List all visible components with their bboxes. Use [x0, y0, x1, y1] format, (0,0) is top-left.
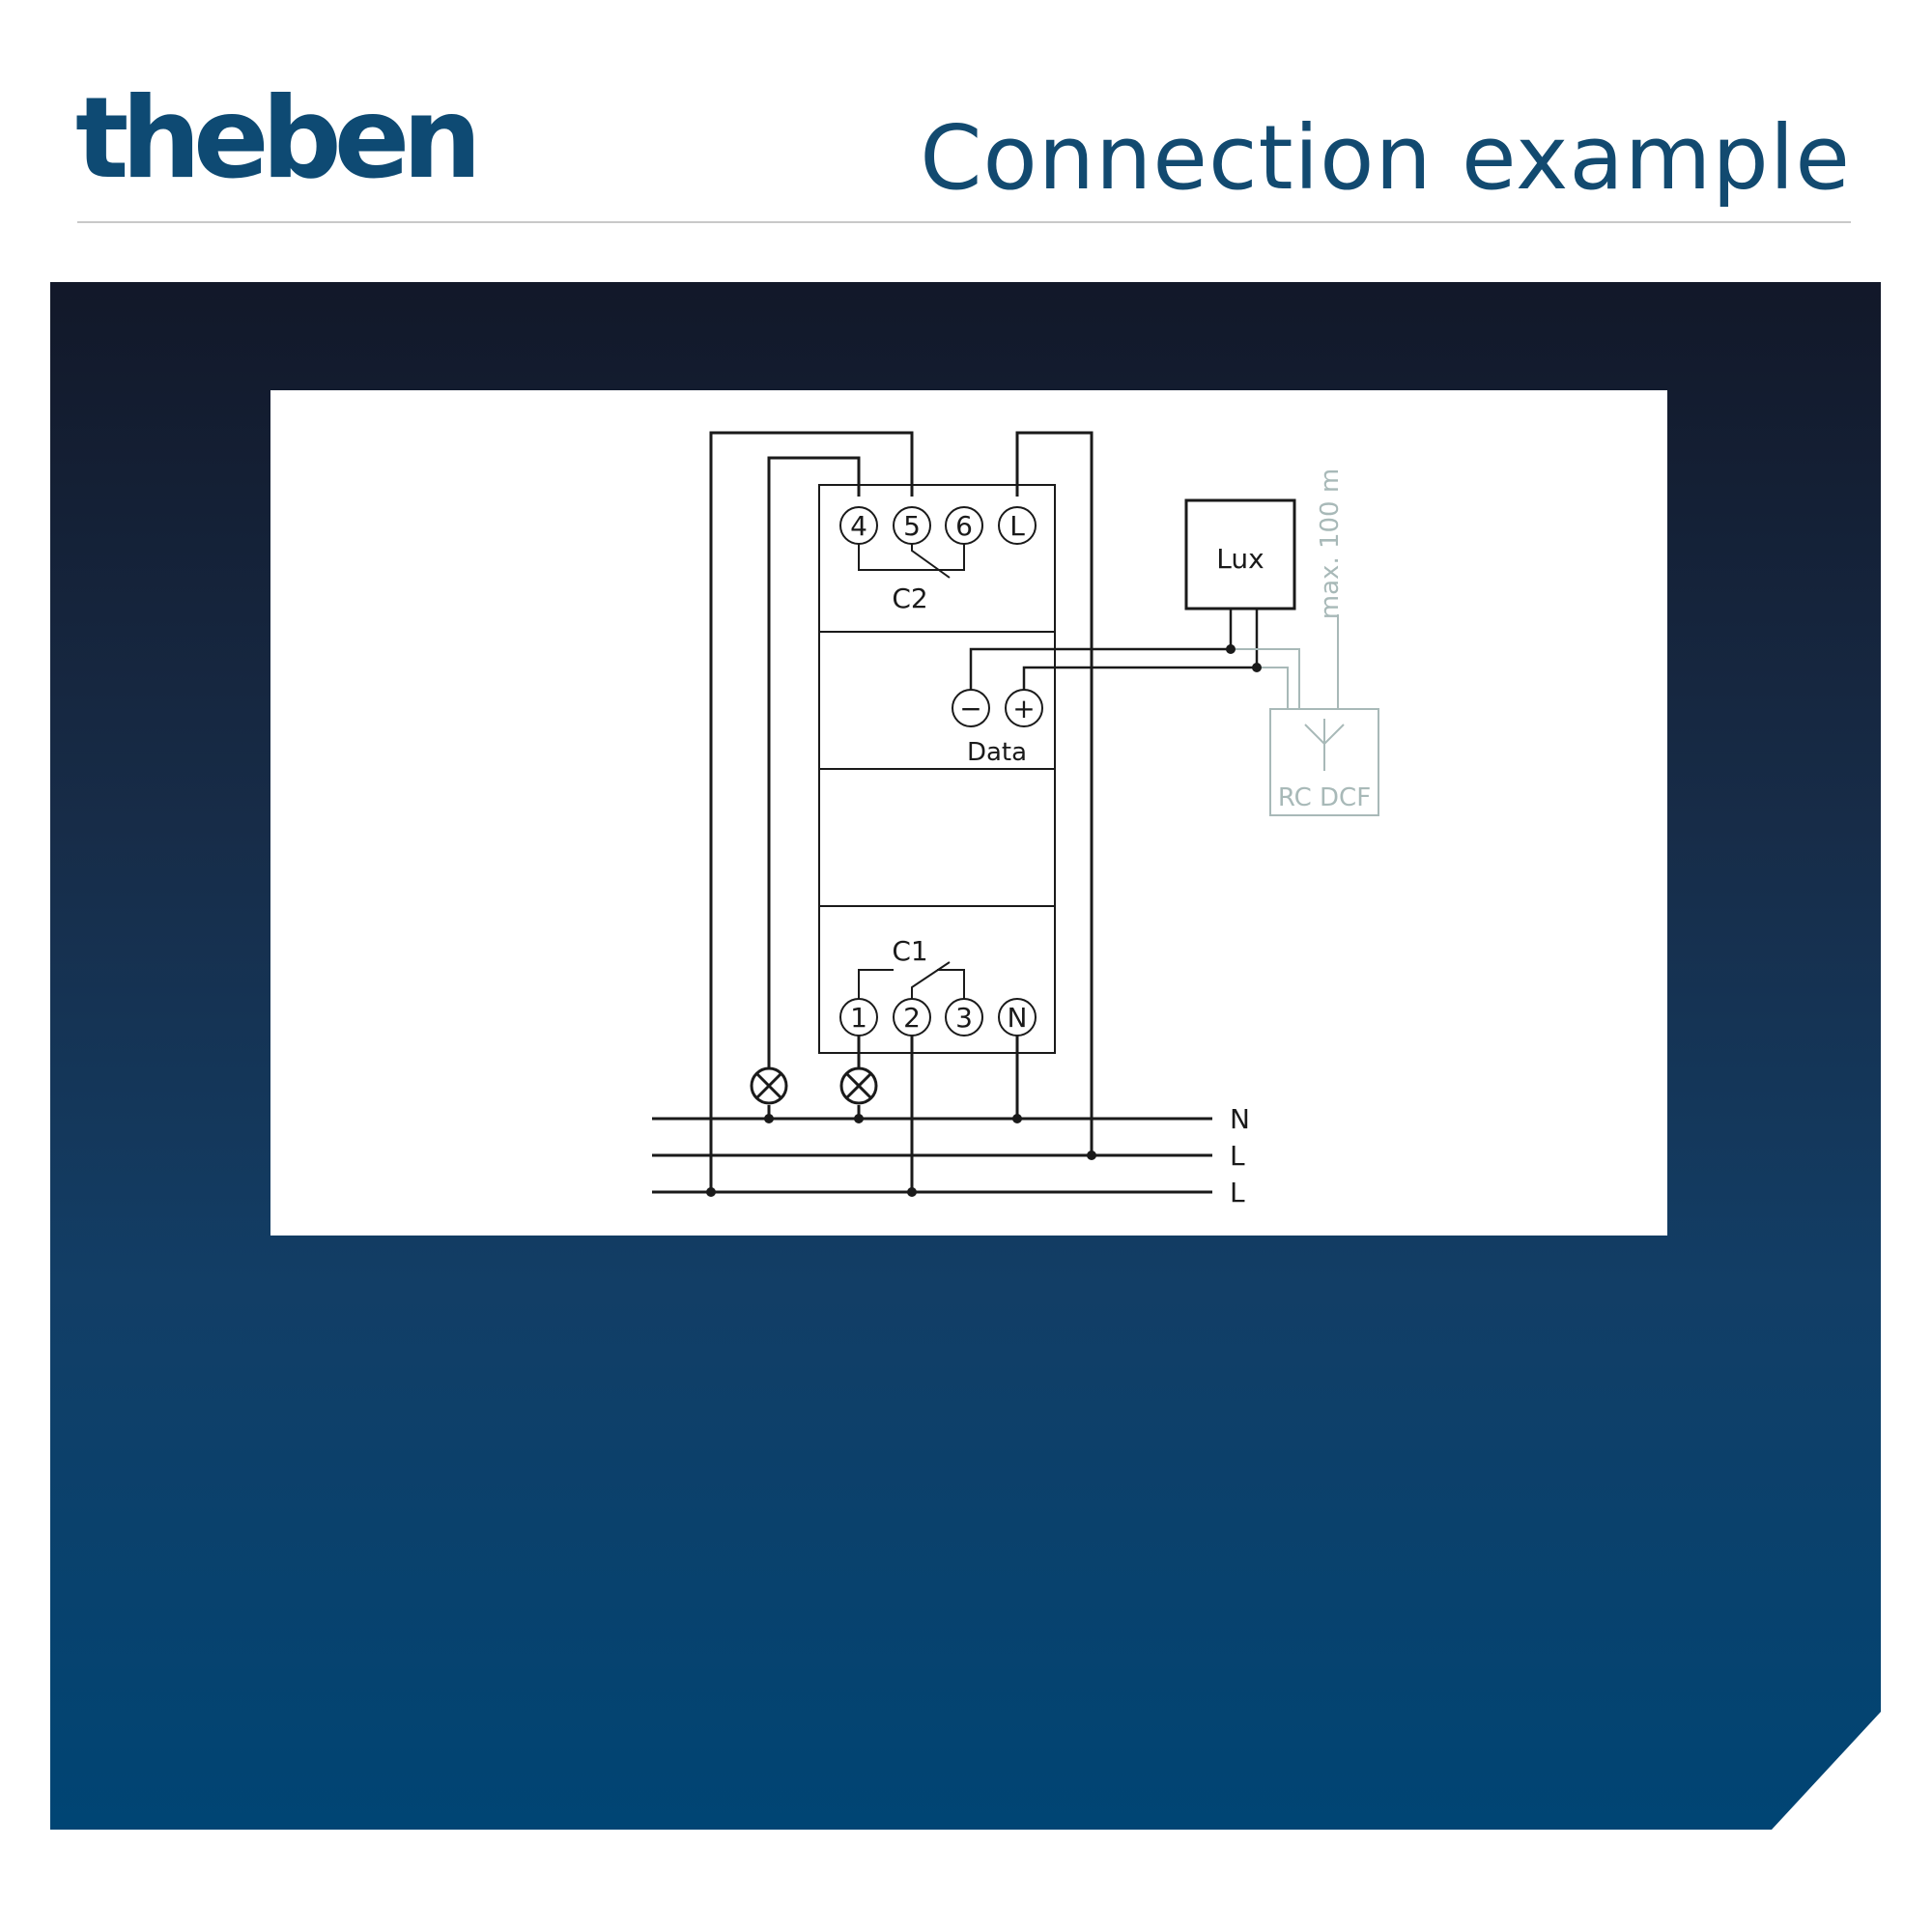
junction-dot: [854, 1114, 864, 1123]
c1-contact-fixed: [937, 969, 965, 1005]
antenna-wire: [1257, 667, 1289, 709]
lux-sensor-box: [1184, 498, 1296, 611]
lux-label: Lux: [1216, 543, 1264, 575]
terminal-5: [893, 506, 931, 545]
antenna-wire: [1231, 648, 1300, 709]
wire-l-to-5: [709, 431, 914, 1192]
wire-4-to-lamp: [767, 456, 861, 1086]
antenna-icon: [1304, 724, 1345, 746]
contact-c2-label: C2: [892, 582, 927, 614]
wire-data-plus: [1022, 609, 1259, 708]
page-title: Connection example: [920, 106, 1851, 210]
terminal-l: [998, 506, 1037, 545]
terminal-label: N: [1008, 1002, 1028, 1034]
c1-contact-blade: [911, 961, 951, 1005]
terminal-label: L: [1009, 510, 1025, 542]
lamp-icon: [839, 1066, 878, 1105]
terminal-label: +: [1012, 693, 1035, 724]
terminal-n: [998, 998, 1037, 1037]
terminal-label: 5: [903, 510, 921, 542]
wire-data-minus: [969, 609, 1233, 708]
terminal-data-minus: [952, 689, 990, 727]
terminal-label: 2: [903, 1002, 921, 1034]
junction-dot: [1252, 663, 1262, 672]
lamp-icon: [750, 1066, 788, 1105]
data-label: Data: [967, 738, 1027, 767]
terminal-label: 6: [955, 510, 973, 542]
terminal-data-plus: [1005, 689, 1043, 727]
bus-label-l: L: [1230, 1140, 1245, 1172]
wire-l-to-terminal-l: [1015, 431, 1094, 1155]
rc-dcf-box: [1269, 708, 1379, 816]
terminal-label: 1: [850, 1002, 867, 1034]
junction-dot: [1012, 1114, 1022, 1123]
terminal-label: −: [959, 693, 981, 724]
theben-logo: theben: [75, 73, 482, 204]
header-divider: [77, 221, 1851, 223]
terminal-3: [945, 998, 983, 1037]
terminal-4: [839, 506, 878, 545]
terminal-label: 3: [955, 1002, 973, 1034]
bus-label-n: N: [1230, 1103, 1250, 1135]
bus-label-l: L: [1230, 1177, 1245, 1208]
distance-label: max. 100 m: [1316, 469, 1345, 619]
contact-c1-label: C1: [892, 935, 927, 967]
terminal-6: [945, 506, 983, 545]
junction-dot: [764, 1114, 774, 1123]
junction-dot: [907, 1187, 917, 1197]
terminal-1: [839, 998, 878, 1037]
rc-dcf-label: RC DCF: [1278, 783, 1371, 812]
junction-dot: [706, 1187, 716, 1197]
terminal-2: [893, 998, 931, 1037]
terminal-label: 4: [850, 510, 867, 542]
connection-diagram: 4 5 6 L − + 1 2 3 N C2 C1 Data Lux RC DC…: [270, 390, 1667, 1236]
c1-contact-fixed: [858, 969, 894, 1005]
junction-dot: [1226, 644, 1236, 654]
wiring-diagram-svg: 4 5 6 L − + 1 2 3 N C2 C1 Data Lux RC DC…: [652, 431, 1379, 1208]
junction-dot: [1087, 1151, 1096, 1160]
